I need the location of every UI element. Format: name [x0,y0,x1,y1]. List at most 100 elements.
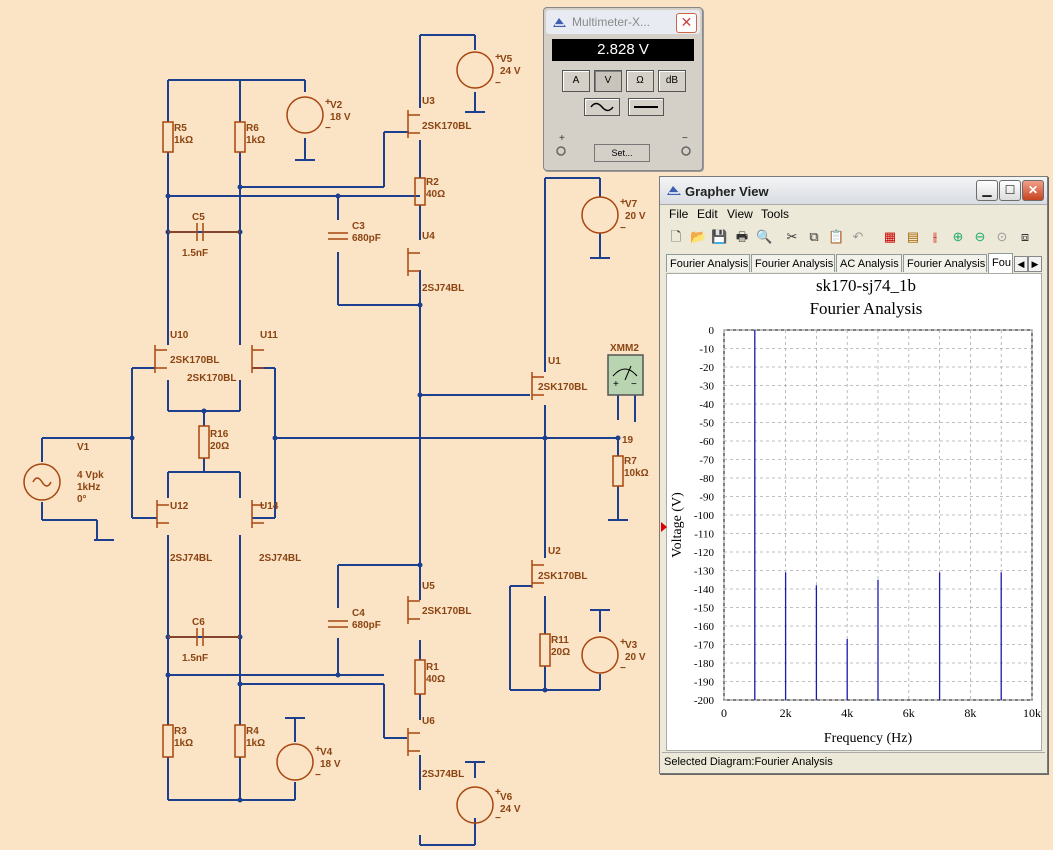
plot-area[interactable]: 0-10-20-30-40-50-60-70-80-90-100-110-120… [666,273,1042,751]
grid-icon[interactable]: ▦ [883,229,897,244]
label-v6-ref: V6 [500,792,513,803]
label-v6-value: 24 V [500,804,521,815]
paste-icon[interactable]: 📋 [828,229,845,244]
tab-ac-analysis[interactable]: AC Analysis [836,254,902,272]
tab-scroll-right-icon[interactable]: ▶ [1028,256,1042,272]
label-u2-value: 2SK170BL [538,571,587,582]
y-tick-label: -60 [699,436,714,448]
label-v7-value: 20 V [625,211,646,222]
multimeter-titlebar[interactable]: Multimeter-X... ✕ [546,10,700,34]
junction-dot [129,435,135,441]
label-r2-ref: R2 [426,177,439,188]
tab-fourier-active[interactable]: Fou [988,253,1013,273]
menu-edit[interactable]: Edit [697,207,718,221]
dc-source-plus-v6: + [495,787,501,798]
tab-strip: Fourier Analysis Fourier Analysis AC Ana… [666,253,1042,273]
label-u12-ref: U12 [170,501,189,512]
label-r11-value: 20Ω [551,647,570,658]
dc-source-v4 [276,743,314,781]
label-u3-ref: U3 [422,96,435,107]
dc-source-plus-v7: + [620,197,626,208]
fourier-chart[interactable]: 0-10-20-30-40-50-60-70-80-90-100-110-120… [667,274,1041,750]
zoom-fit-icon[interactable]: ⊙ [996,229,1008,244]
minimize-button[interactable]: ▁ [976,180,998,201]
set-button[interactable]: Set... [594,144,650,162]
label-c6-value: 1.5nF [182,653,208,664]
dc-line-icon [634,106,658,108]
meter-needle-icon [624,365,632,381]
mode-ohm-button[interactable]: Ω [626,70,654,92]
label-u14-ref: U14 [260,501,279,512]
menu-tools[interactable]: Tools [761,207,790,221]
multimeter-window[interactable]: Multimeter-X... ✕ 2.828 V A V Ω dB + − S… [543,7,703,171]
xmm2-instrument-icon[interactable] [607,354,644,396]
multimeter-mode-group: A V Ω dB [560,70,686,92]
ac-source-v1 [23,463,61,501]
close-button[interactable]: ✕ [1022,180,1044,201]
menu-file[interactable]: File [669,207,689,221]
multimeter-close-button[interactable]: ✕ [676,13,697,33]
resistor-r3 [162,724,174,758]
copy-icon[interactable]: ⧉ [809,229,819,244]
dc-source-minus-v5: − [495,78,501,89]
mode-volt-button[interactable]: V [594,70,622,92]
grapher-titlebar[interactable]: Grapher View ▁ ☐ ✕ [660,177,1047,205]
label-u10-ref: U10 [170,330,189,341]
y-tick-label: -50 [699,418,714,430]
zoom-out-icon[interactable]: ⊖ [974,229,986,244]
x-axis-label: Frequency (Hz) [824,731,913,746]
junction-dot [237,184,243,190]
y-tick-label: 0 [709,325,715,337]
y-tick-label: -130 [694,566,715,578]
label-r4-value: 1kΩ [246,738,265,749]
tab-fourier-1[interactable]: Fourier Analysis [666,254,750,272]
y-tick-label: -200 [694,695,715,707]
y-tick-label: -30 [699,381,714,393]
resistor-r7 [612,455,624,487]
print-preview-icon[interactable]: 🔍 [756,229,773,244]
legend-icon[interactable]: ▤ [906,229,920,244]
label-r4-ref: R4 [246,726,259,737]
menu-view[interactable]: View [727,207,753,221]
undo-icon[interactable]: ↶ [852,229,864,244]
minus-terminal-icon[interactable] [680,145,692,157]
y-tick-label: -120 [694,547,715,559]
ac-mode-button[interactable] [584,98,620,116]
mode-db-button[interactable]: dB [658,70,686,92]
y-tick-label: -160 [694,621,715,633]
tab-fourier-2[interactable]: Fourier Analysis [751,254,835,272]
zoom-in-icon[interactable]: ⊕ [952,229,964,244]
dc-source-plus-v3: + [620,637,626,648]
overlay-traces-icon[interactable]: ⧈ [1020,229,1030,244]
tab-fourier-3[interactable]: Fourier Analysis [903,254,987,272]
label-u10-value: 2SK170BL [170,355,219,366]
label-u11-value: 2SK170BL [187,373,236,384]
y-tick-label: -110 [694,529,714,541]
label-v4-ref: V4 [320,747,333,758]
plus-terminal-icon[interactable] [555,145,567,157]
print-icon[interactable]: 🖶 [735,229,749,244]
junction-dot [417,392,423,398]
dc-source-v6 [456,786,494,824]
chart-title: sk170-sj74_1b [816,276,916,295]
label-v2-value: 18 V [330,112,351,123]
label-u3-value: 2SK170BL [422,121,471,132]
cut-icon[interactable]: ✂ [786,229,798,244]
open-icon[interactable]: 📂 [690,229,707,244]
maximize-button[interactable]: ☐ [999,180,1021,201]
junction-dot [201,408,207,414]
mode-ampere-button[interactable]: A [562,70,590,92]
save-icon[interactable]: 💾 [711,229,728,244]
resistor-r5 [162,121,174,153]
grapher-window[interactable]: Grapher View ▁ ☐ ✕ File Edit View Tools … [659,176,1048,774]
dc-mode-button[interactable] [628,98,664,116]
label-c3-value: 680pF [352,233,381,244]
resistor-r6 [234,121,246,153]
new-icon[interactable]: 🗋 [670,229,682,244]
tab-scroll-left-icon[interactable]: ◀ [1014,256,1028,272]
label-v2-ref: V2 [330,100,343,111]
cursors-icon[interactable]: ⫲ [932,229,938,244]
y-tick-label: -80 [699,473,714,485]
x-tick-label: 2k [780,706,792,720]
